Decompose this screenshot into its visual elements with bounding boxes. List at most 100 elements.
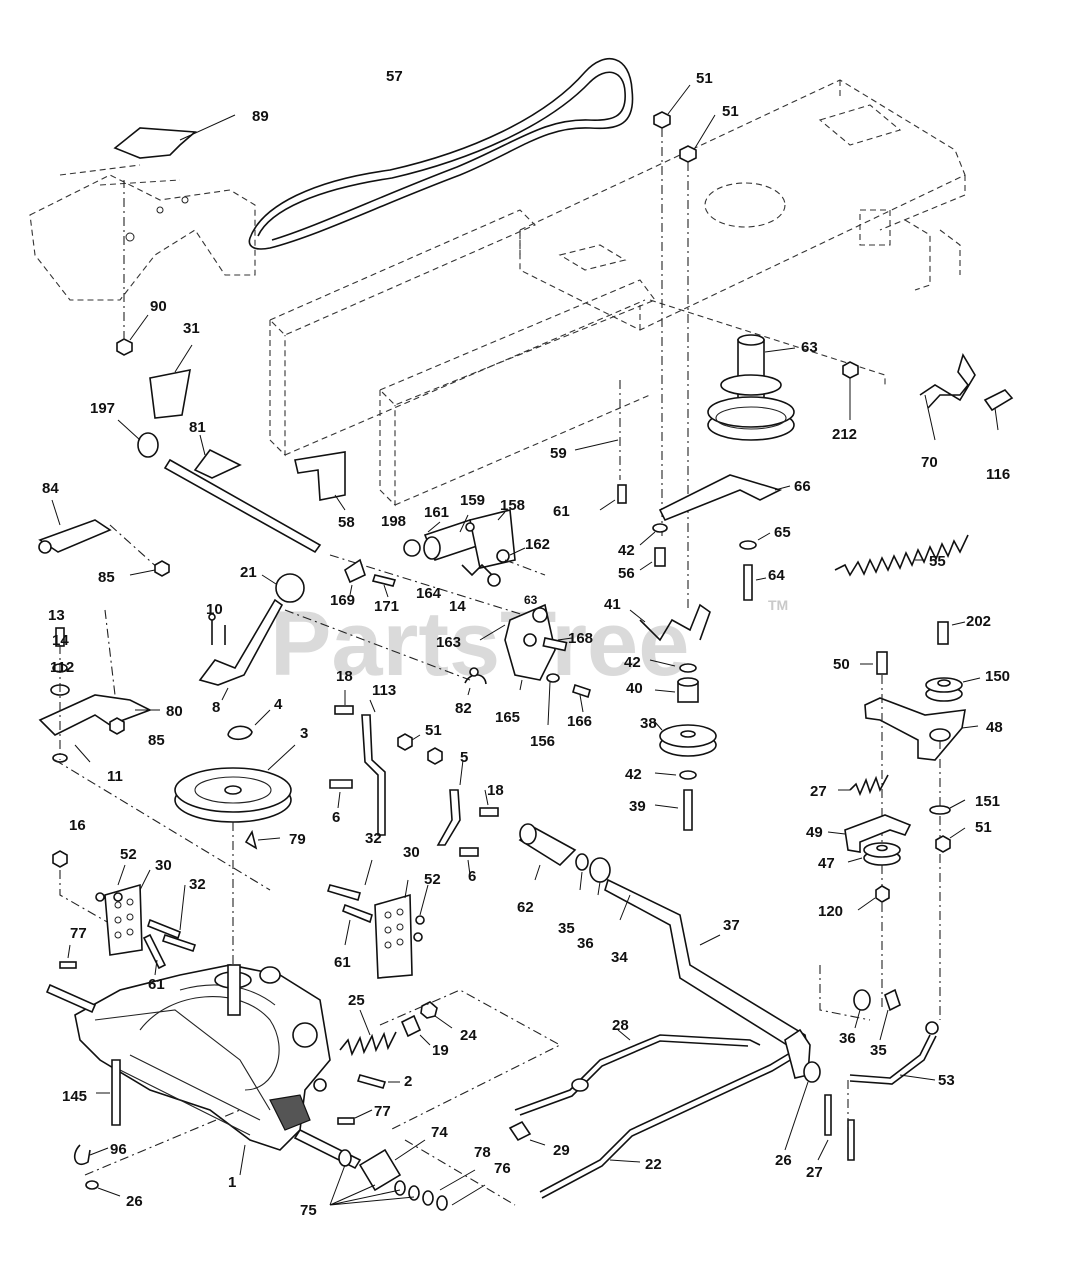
callout-171[interactable]: 171 bbox=[374, 598, 399, 615]
callout-31[interactable]: 31 bbox=[183, 320, 200, 337]
callout-165[interactable]: 165 bbox=[495, 709, 520, 726]
callout-4[interactable]: 4 bbox=[274, 696, 283, 713]
callout-151[interactable]: 151 bbox=[975, 793, 1000, 810]
callout-56[interactable]: 56 bbox=[618, 565, 635, 582]
callout-59[interactable]: 59 bbox=[550, 445, 567, 462]
callout-63[interactable]: 63 bbox=[801, 339, 818, 356]
callout-8[interactable]: 8 bbox=[212, 699, 220, 716]
callout-169[interactable]: 169 bbox=[330, 592, 355, 609]
callout-38[interactable]: 38 bbox=[640, 715, 657, 732]
callout-50[interactable]: 50 bbox=[833, 656, 850, 673]
callout-158[interactable]: 158 bbox=[500, 497, 525, 514]
callout-42[interactable]: 42 bbox=[625, 766, 642, 783]
callout-80[interactable]: 80 bbox=[166, 703, 183, 720]
callout-159[interactable]: 159 bbox=[460, 492, 485, 509]
callout-63[interactable]: 63 bbox=[524, 593, 538, 607]
callout-29[interactable]: 29 bbox=[553, 1142, 570, 1159]
callout-84[interactable]: 84 bbox=[42, 480, 59, 497]
callout-51[interactable]: 51 bbox=[425, 722, 442, 739]
callout-2[interactable]: 2 bbox=[404, 1073, 412, 1090]
callout-61[interactable]: 61 bbox=[334, 954, 351, 971]
callout-70[interactable]: 70 bbox=[921, 454, 938, 471]
callout-51[interactable]: 51 bbox=[696, 70, 713, 87]
callout-32[interactable]: 32 bbox=[189, 876, 206, 893]
callout-30[interactable]: 30 bbox=[155, 857, 172, 874]
callout-145[interactable]: 145 bbox=[62, 1088, 87, 1105]
callout-11[interactable]: 11 bbox=[107, 768, 123, 785]
callout-89[interactable]: 89 bbox=[252, 108, 269, 125]
callout-28[interactable]: 28 bbox=[612, 1017, 629, 1034]
callout-35[interactable]: 35 bbox=[558, 920, 575, 937]
callout-77[interactable]: 77 bbox=[374, 1103, 391, 1120]
callout-1[interactable]: 1 bbox=[228, 1174, 236, 1191]
callout-168[interactable]: 168 bbox=[568, 630, 593, 647]
callout-48[interactable]: 48 bbox=[986, 719, 1003, 736]
callout-36[interactable]: 36 bbox=[839, 1030, 856, 1047]
callout-35[interactable]: 35 bbox=[870, 1042, 887, 1059]
callout-47[interactable]: 47 bbox=[818, 855, 835, 872]
callout-32[interactable]: 32 bbox=[365, 830, 382, 847]
callout-156[interactable]: 156 bbox=[530, 733, 555, 750]
callout-113[interactable]: 113 bbox=[372, 682, 396, 699]
callout-49[interactable]: 49 bbox=[806, 824, 823, 841]
callout-76[interactable]: 76 bbox=[494, 1160, 511, 1177]
callout-34[interactable]: 34 bbox=[611, 949, 628, 966]
callout-82[interactable]: 82 bbox=[455, 700, 472, 717]
callout-51[interactable]: 51 bbox=[722, 103, 739, 120]
callout-42[interactable]: 42 bbox=[624, 654, 641, 671]
callout-74[interactable]: 74 bbox=[431, 1124, 448, 1141]
callout-116[interactable]: 116 bbox=[986, 466, 1010, 483]
callout-198[interactable]: 198 bbox=[381, 513, 406, 530]
callout-5[interactable]: 5 bbox=[460, 749, 468, 766]
callout-96[interactable]: 96 bbox=[110, 1141, 127, 1158]
callout-85[interactable]: 85 bbox=[98, 569, 115, 586]
callout-6[interactable]: 6 bbox=[468, 868, 476, 885]
callout-40[interactable]: 40 bbox=[626, 680, 643, 697]
callout-90[interactable]: 90 bbox=[150, 298, 167, 315]
callout-10[interactable]: 10 bbox=[206, 601, 223, 618]
callout-161[interactable]: 161 bbox=[424, 504, 449, 521]
callout-41[interactable]: 41 bbox=[604, 596, 621, 613]
callout-39[interactable]: 39 bbox=[629, 798, 646, 815]
callout-65[interactable]: 65 bbox=[774, 524, 791, 541]
callout-78[interactable]: 78 bbox=[474, 1144, 491, 1161]
callout-27[interactable]: 27 bbox=[810, 783, 827, 800]
callout-166[interactable]: 166 bbox=[567, 713, 592, 730]
callout-55[interactable]: 55 bbox=[929, 553, 946, 570]
callout-19[interactable]: 19 bbox=[432, 1042, 449, 1059]
callout-3[interactable]: 3 bbox=[300, 725, 308, 742]
callout-77[interactable]: 77 bbox=[70, 925, 87, 942]
callout-52[interactable]: 52 bbox=[424, 871, 441, 888]
callout-51[interactable]: 51 bbox=[975, 819, 992, 836]
callout-61[interactable]: 61 bbox=[148, 976, 165, 993]
callout-25[interactable]: 25 bbox=[348, 992, 365, 1009]
callout-81[interactable]: 81 bbox=[189, 419, 206, 436]
callout-75[interactable]: 75 bbox=[300, 1202, 317, 1219]
callout-85[interactable]: 85 bbox=[148, 732, 165, 749]
callout-57[interactable]: 57 bbox=[386, 68, 403, 85]
callout-164[interactable]: 164 bbox=[416, 585, 442, 602]
callout-162[interactable]: 162 bbox=[525, 536, 550, 553]
callout-202[interactable]: 202 bbox=[966, 613, 991, 630]
callout-53[interactable]: 53 bbox=[938, 1072, 955, 1089]
callout-150[interactable]: 150 bbox=[985, 668, 1010, 685]
callout-18[interactable]: 18 bbox=[336, 668, 353, 685]
callout-61[interactable]: 61 bbox=[553, 503, 570, 520]
callout-52[interactable]: 52 bbox=[120, 846, 137, 863]
callout-14[interactable]: 14 bbox=[449, 598, 466, 615]
callout-26[interactable]: 26 bbox=[775, 1152, 792, 1169]
callout-197[interactable]: 197 bbox=[90, 400, 115, 417]
callout-64[interactable]: 64 bbox=[768, 567, 785, 584]
callout-37[interactable]: 37 bbox=[723, 917, 740, 934]
callout-24[interactable]: 24 bbox=[460, 1027, 477, 1044]
callout-112[interactable]: 112 bbox=[50, 659, 74, 676]
callout-163[interactable]: 163 bbox=[436, 634, 461, 651]
callout-212[interactable]: 212 bbox=[832, 426, 857, 443]
callout-16[interactable]: 16 bbox=[69, 817, 86, 834]
callout-21[interactable]: 21 bbox=[240, 564, 257, 581]
callout-13[interactable]: 13 bbox=[48, 607, 65, 624]
callout-62[interactable]: 62 bbox=[517, 899, 534, 916]
callout-58[interactable]: 58 bbox=[338, 514, 355, 531]
callout-14[interactable]: 14 bbox=[52, 632, 69, 649]
callout-66[interactable]: 66 bbox=[794, 478, 811, 495]
